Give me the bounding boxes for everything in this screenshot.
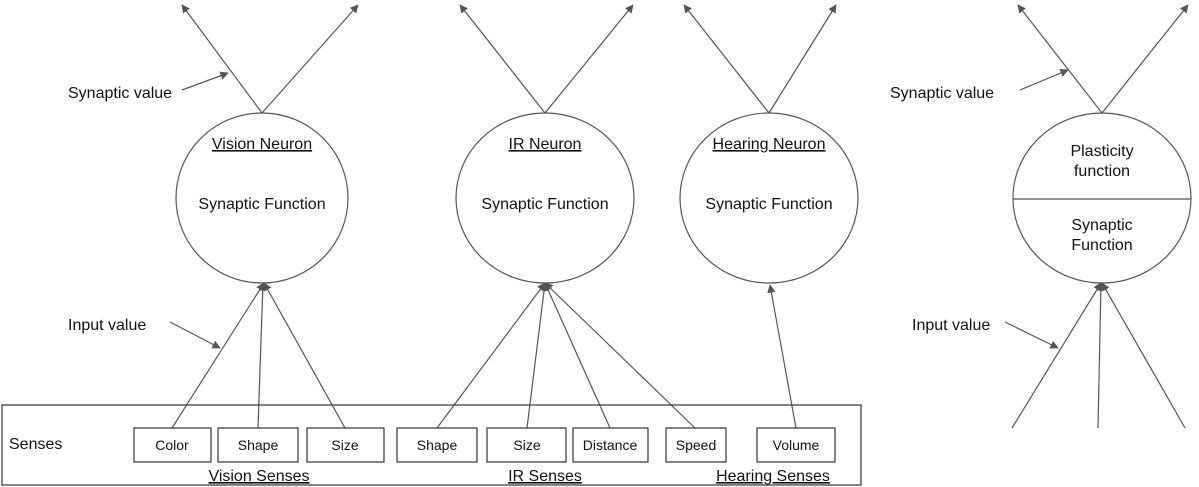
hearing-output-arrow-left [683, 4, 770, 114]
sense-box-ir-size [486, 427, 567, 463]
sense-box-vision-shape [217, 427, 299, 463]
vision-neuron-function: Synaptic Function [198, 196, 325, 213]
vision-input-color [171, 282, 265, 429]
plastic-input-middle [1096, 282, 1106, 429]
synaptic-value-label-left: Synaptic value [68, 85, 172, 102]
sense-box-ir-size-label: Size [513, 437, 540, 453]
ir-senses-label: IR Senses [508, 468, 582, 485]
senses-label: Senses [9, 436, 62, 453]
plastic-input-left [1011, 282, 1102, 429]
ir-input-shape [436, 282, 546, 429]
input-value-pointer-right [1004, 321, 1059, 349]
vision-output-arrow-left [181, 4, 263, 114]
ir-output-arrow-right [544, 4, 634, 114]
plastic-neuron-circle [1012, 112, 1192, 284]
synaptic-value-pointer-left [181, 71, 229, 91]
sense-box-vision-shape-label: Shape [238, 437, 279, 453]
synaptic-value-pointer-right [1019, 69, 1069, 91]
sense-box-speed-label: Speed [676, 437, 716, 453]
hearing-senses-label: Hearing Senses [716, 468, 830, 485]
plastic-neuron-top-line1: Plasticity [1070, 143, 1133, 160]
hearing-output-arrow-right [768, 4, 837, 114]
hearing-neuron-circle [679, 112, 859, 284]
sense-box-color-label: Color [155, 437, 189, 453]
sense-box-distance [572, 427, 649, 463]
senses-container [1, 404, 862, 486]
plastic-output-arrow-right [1101, 4, 1189, 114]
sense-box-color [133, 427, 212, 463]
vision-senses-label: Vision Senses [208, 468, 309, 485]
ir-input-size [526, 282, 549, 429]
vision-output-arrow-right [261, 4, 359, 114]
sense-box-distance-label: Distance [583, 437, 638, 453]
ir-input-distance [544, 282, 611, 429]
sense-box-ir-shape-label: Shape [417, 437, 458, 453]
hearing-neuron-function: Synaptic Function [705, 196, 832, 213]
synaptic-value-label-right: Synaptic value [890, 85, 994, 102]
vision-input-shape [257, 282, 267, 429]
plastic-output-arrow-left [1017, 4, 1103, 114]
ir-output-arrow-left [459, 4, 546, 114]
sense-box-volume [756, 427, 836, 463]
sense-box-vision-size-label: Size [331, 437, 358, 453]
plastic-neuron-bottom-line1: Synaptic [1071, 217, 1132, 234]
hearing-neuron-title: Hearing Neuron [713, 136, 826, 153]
input-value-label-left: Input value [68, 317, 146, 334]
vision-neuron-title: Vision Neuron [212, 136, 312, 153]
ir-neuron-title: IR Neuron [509, 136, 582, 153]
hearing-input-volume [767, 284, 797, 429]
plastic-input-right [1101, 282, 1186, 429]
input-value-label-right: Input value [912, 317, 990, 334]
plastic-neuron-bottom-line2: Function [1071, 237, 1132, 254]
sense-box-volume-label: Volume [773, 437, 820, 453]
sense-box-speed [665, 427, 727, 463]
ir-input-speed [544, 282, 696, 429]
sense-box-ir-shape [396, 427, 478, 463]
input-value-pointer-left [169, 321, 221, 349]
plastic-neuron-top-line2: function [1074, 163, 1130, 180]
vision-input-size [263, 282, 346, 429]
ir-neuron-function: Synaptic Function [481, 196, 608, 213]
sense-box-vision-size [306, 427, 385, 463]
